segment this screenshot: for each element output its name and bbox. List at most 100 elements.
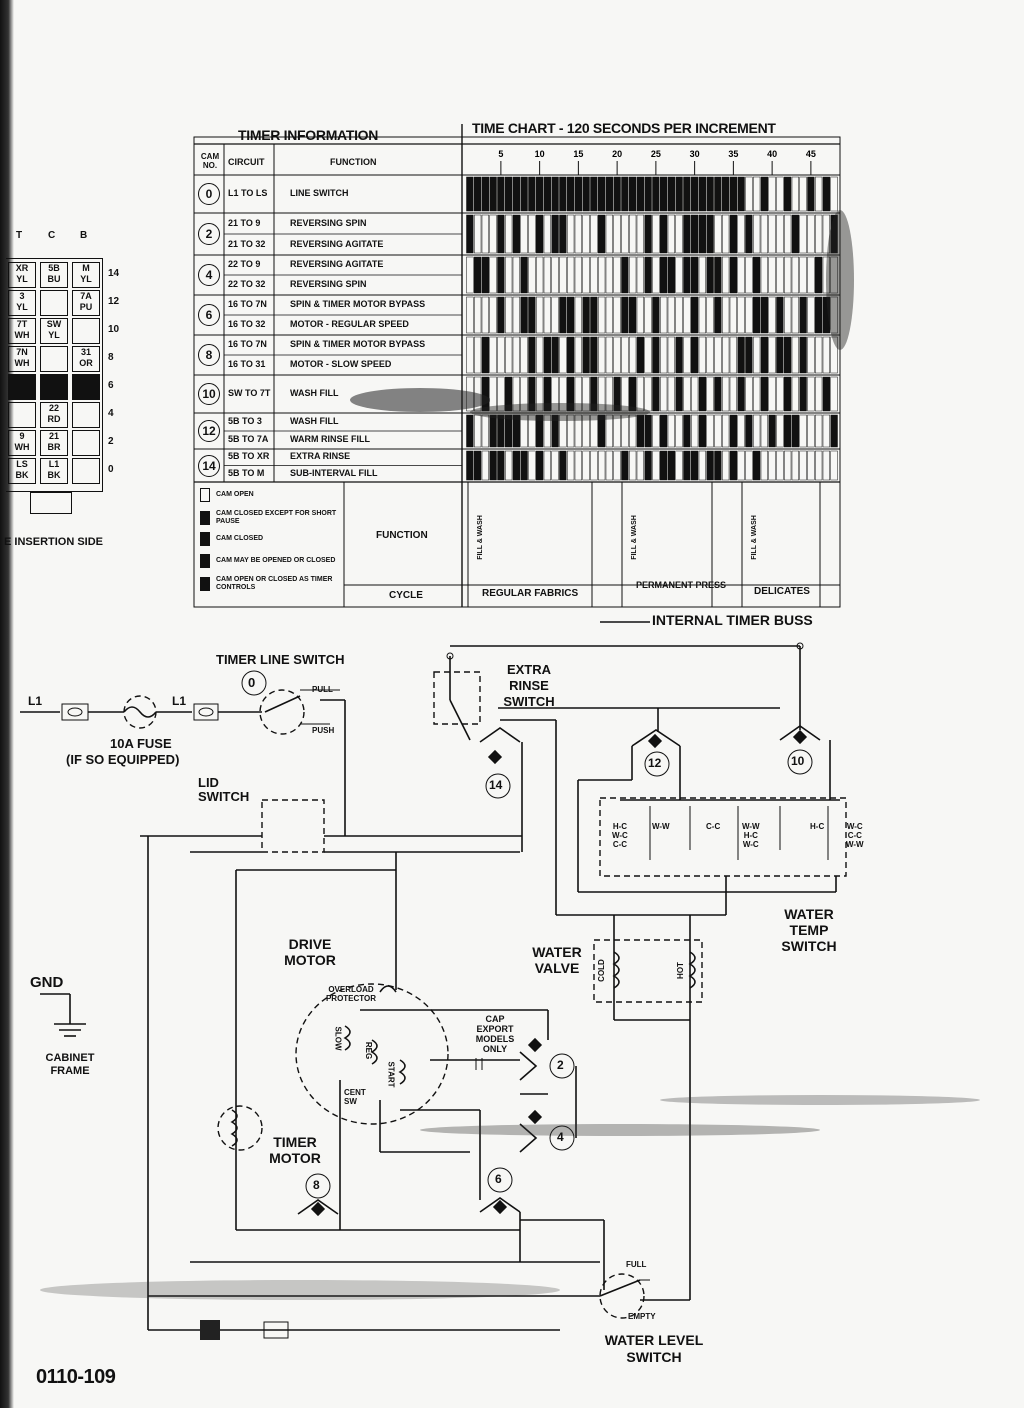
time-tick-label: 5 [498,149,503,159]
pull-label: PULL [312,685,333,694]
time-increment-cell [644,176,652,212]
connector-row-number: 10 [108,324,120,335]
time-increment-cell [691,176,699,212]
time-increment-cell [784,214,792,254]
connector-cell [8,402,36,428]
time-increment-cell [551,450,559,481]
time-increment-cell [512,414,520,448]
legend-text: CAM OPEN [216,491,254,498]
time-increment-cell [660,376,668,412]
function-cell: WASH FILL [290,416,339,426]
cam-8-number: 8 [313,1178,320,1192]
time-increment-cell [784,450,792,481]
part-number: 0110-109 [36,1366,116,1388]
scan-edge-shadow [0,0,14,1408]
time-increment-cell [760,414,768,448]
function-cell: REVERSING SPIN [290,217,367,228]
time-increment-cell [466,214,474,254]
cabinet-frame-label: CABINET FRAME [45,1052,95,1077]
time-increment-cell [667,296,675,334]
time-increment-cell [489,414,497,448]
time-increment-cell [706,376,714,412]
circuit-cell: SW TO 7T [228,388,271,398]
time-increment-cell [683,450,691,481]
time-increment-cell [559,296,567,334]
time-increment-cell [667,450,675,481]
cam-number-circle: 14 [198,454,220,477]
time-increment-cell [706,176,714,212]
legend-swatch [200,554,210,568]
time-increment-cell [536,414,544,448]
time-increment-cell [652,296,660,334]
time-increment-cell [760,376,768,412]
time-increment-cell [466,256,474,294]
time-increment-cell [520,214,528,254]
time-increment-cell [745,296,753,334]
time-increment-cell [543,450,551,481]
time-increment-cell [729,176,737,212]
time-increment-cell [621,176,629,212]
time-increment-cell [497,296,505,334]
valve-hot-label: HOT [675,962,685,979]
time-tick-label: 25 [651,149,661,159]
legend-item: CAM OPEN [200,488,340,502]
time-increment-cell [512,176,520,212]
time-increment-cell [559,176,567,212]
time-increment-cell [760,176,768,212]
time-increment-cell [753,256,761,294]
time-increment-cell [691,450,699,481]
time-increment-cell [660,296,668,334]
time-increment-cell [512,336,520,374]
time-increment-cell [722,336,730,374]
time-increment-cell [799,214,807,254]
time-increment-cell [791,414,799,448]
connector-cell [40,290,68,316]
push-label: PUSH [312,726,335,735]
time-increment-cell [768,176,776,212]
time-increment-cell [629,176,637,212]
time-increment-cell [776,376,784,412]
time-increment-cell [644,414,652,448]
connector-cell: 21 BR [40,430,68,456]
time-increment-cell [582,214,590,254]
time-increment-cell [590,296,598,334]
time-increment-cell [481,414,489,448]
connector-cell: 3 YL [8,290,36,316]
time-increment-cell [830,214,838,254]
cycle-delicates: DELICATES [754,586,810,597]
header-function: FUNCTION [330,157,377,167]
time-increment-cell [714,450,722,481]
time-increment-cell [745,414,753,448]
legend-item: CAM CLOSED [200,532,340,546]
function-cell: SUB-INTERVAL FILL [290,467,378,478]
time-increment-cell [536,256,544,294]
time-increment-cell [652,414,660,448]
time-increment-cell [745,336,753,374]
time-increment-cell [799,336,807,374]
circuit-cell: 5B TO 7A [228,434,269,444]
circuit-cell: 16 TO 31 [228,359,266,369]
time-increment-cell [474,296,482,334]
time-increment-cell [760,296,768,334]
time-increment-cell [543,336,551,374]
drive-motor-label: DRIVE MOTOR [284,936,336,968]
legend-swatch [200,511,210,525]
time-increment-cell [629,296,637,334]
time-increment-cell [722,414,730,448]
time-increment-cell [791,336,799,374]
time-increment-cell [636,414,644,448]
time-increment-cell [582,336,590,374]
connector-column-header: C [48,230,56,241]
circuit-cell: 22 TO 32 [228,279,266,289]
time-increment-cell [574,256,582,294]
time-increment-cell [613,376,621,412]
time-increment-cell [675,414,683,448]
time-increment-cell [466,296,474,334]
time-increment-cell [760,214,768,254]
time-increment-cell [598,296,606,334]
time-increment-cell [551,414,559,448]
time-increment-cell [512,214,520,254]
time-increment-cell [574,376,582,412]
time-increment-cell [528,376,536,412]
time-increment-cell [737,376,745,412]
